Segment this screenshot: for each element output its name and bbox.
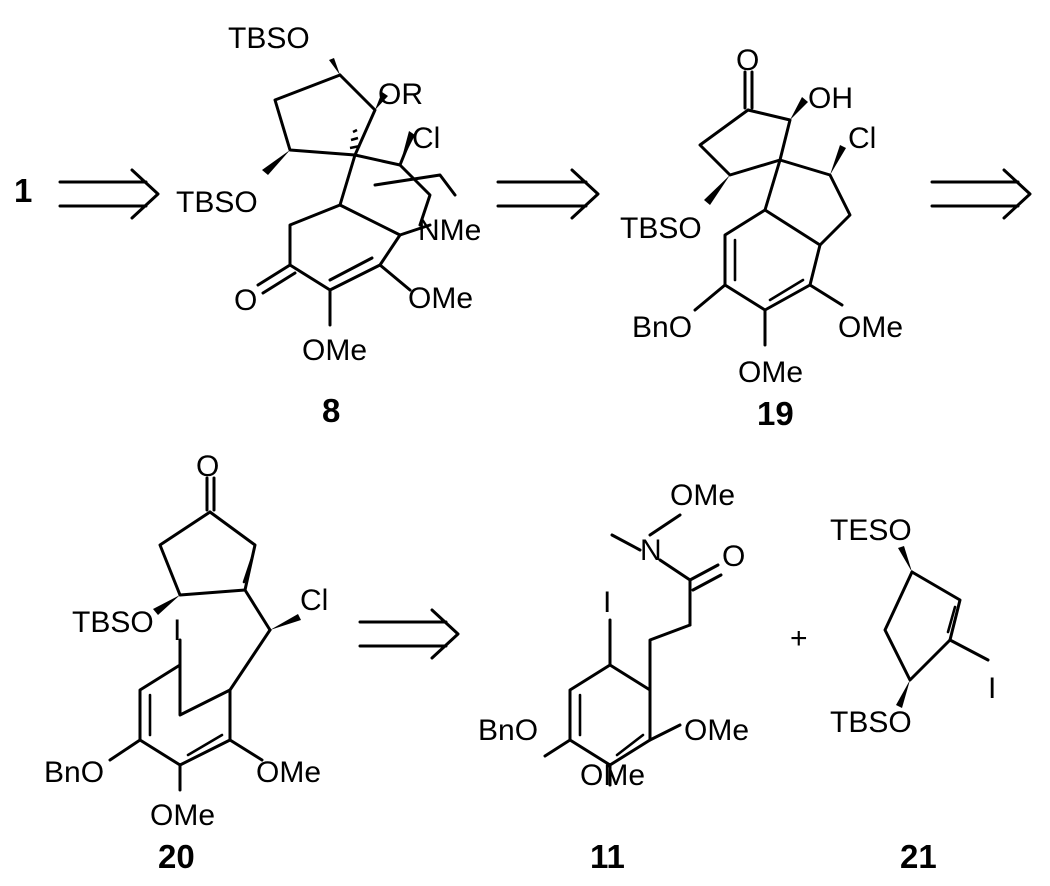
label-o-ketone-19: O (736, 44, 759, 77)
compound-label-1: 1 (14, 172, 32, 209)
label-o-20: O (196, 450, 219, 483)
label-tbso-top: TBSO (228, 22, 310, 55)
label-i-20: I (173, 614, 181, 647)
label-tbso-left: TBSO (176, 186, 258, 219)
label-ome-20b: OMe (150, 799, 215, 832)
label-cl-8: Cl (412, 122, 440, 155)
structure-8: TBSO OR TBSO Cl NMe O OMe OMe (176, 22, 481, 367)
label-ome-n: OMe (670, 479, 735, 512)
label-ome-11b: OMe (580, 759, 645, 792)
label-ome-19b: OMe (738, 356, 803, 389)
compound-label-11: 11 (590, 838, 625, 875)
label-ome-20a: OMe (256, 756, 321, 789)
structure-20: O TBSO Cl I BnO OMe OMe (44, 450, 328, 832)
label-i-11: I (603, 586, 611, 619)
label-ome-19a: OMe (838, 311, 903, 344)
retro-arrow-3 (930, 168, 1032, 220)
structure-19: O OH TBSO Cl BnO OMe OMe (620, 44, 903, 389)
compound-label-8: 8 (322, 392, 340, 429)
retro-arrow-2 (496, 168, 600, 220)
structure-11: OMe N O I BnO OMe OMe (478, 479, 749, 792)
label-ome-8a: OMe (408, 282, 473, 315)
compound-label-21: 21 (900, 838, 937, 875)
label-bno-20: BnO (44, 756, 104, 789)
label-o-11: O (722, 540, 745, 573)
structure-21: TESO I TBSO (830, 514, 996, 739)
label-o-ketone-8: O (234, 284, 257, 317)
label-or: OR (378, 78, 423, 111)
label-ome-8b: OMe (302, 334, 367, 367)
label-tbso-19: TBSO (620, 212, 702, 245)
label-cl-19: Cl (848, 122, 876, 155)
label-tbso-20: TBSO (72, 606, 154, 639)
compound-label-20: 20 (158, 838, 195, 875)
label-bno-11: BnO (478, 714, 538, 747)
retro-arrow-4 (358, 608, 460, 660)
hash-bond-8 (349, 128, 361, 150)
label-bno-19: BnO (632, 311, 692, 344)
label-i-21: I (988, 672, 996, 705)
label-teso: TESO (830, 514, 912, 547)
retro-arrow-1 (58, 168, 160, 220)
label-nme: NMe (418, 214, 481, 247)
label-cl-20: Cl (300, 584, 328, 617)
label-ome-11a: OMe (684, 714, 749, 747)
plus-sign: + (790, 622, 808, 655)
label-oh: OH (808, 82, 853, 115)
label-n-11: N (640, 534, 662, 567)
label-tbso-21: TBSO (830, 706, 912, 739)
compound-label-19: 19 (757, 395, 794, 432)
